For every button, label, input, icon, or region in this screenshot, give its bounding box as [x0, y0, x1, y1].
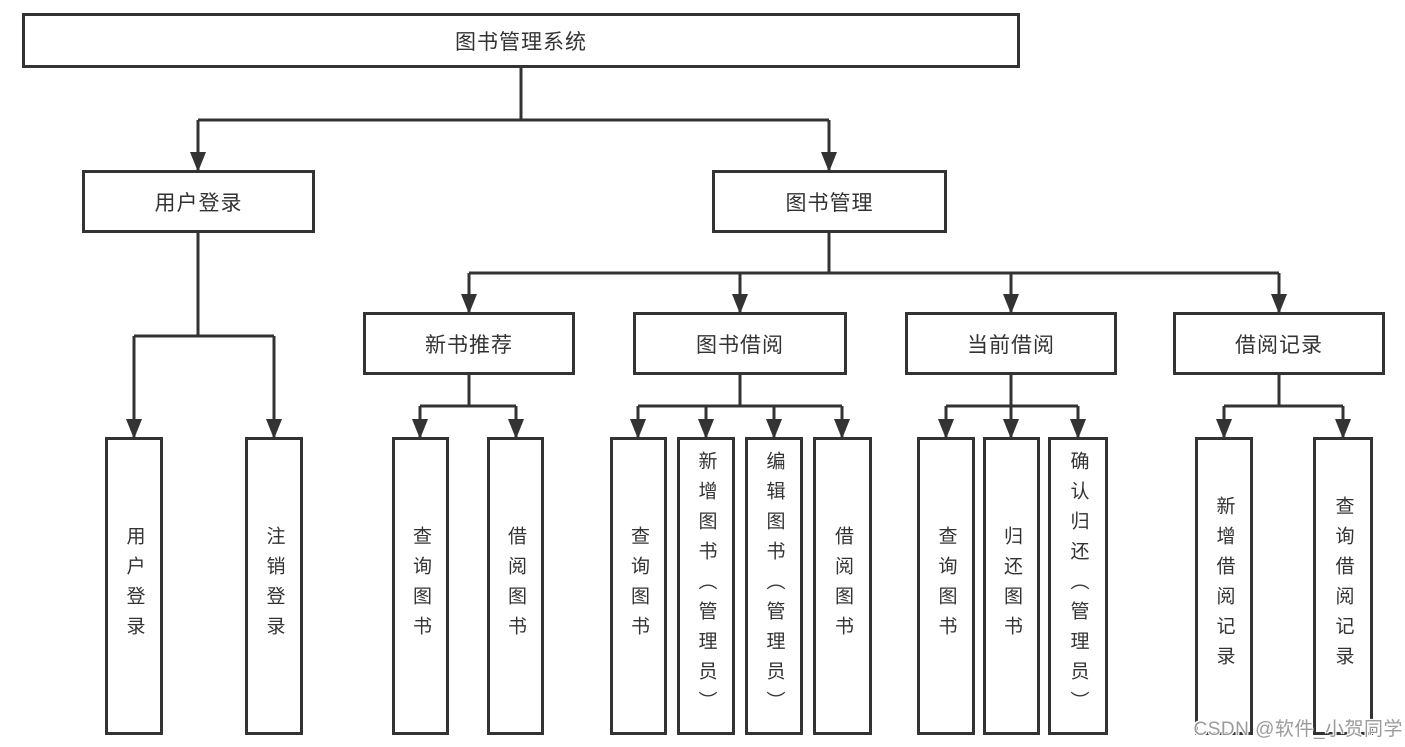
leaf-borrow-query-books: 查询图书 — [610, 437, 667, 735]
leaf-label: 新增图书（管理员） — [695, 451, 717, 721]
leaf-label: 查询借阅记录 — [1332, 496, 1354, 676]
node-borrow-records: 借阅记录 — [1173, 312, 1385, 375]
leaf-label: 查询图书 — [410, 526, 431, 646]
leaf-label: 确认归还（管理员） — [1067, 451, 1089, 721]
leaf-label: 查询图书 — [935, 526, 957, 646]
leaf-borrow-borrow-books: 借阅图书 — [813, 437, 872, 735]
node-book-management: 图书管理 — [712, 170, 947, 233]
connector — [469, 233, 1279, 275]
leaf-label: 用户登录 — [123, 526, 145, 646]
leaf-current-return-books: 归还图书 — [983, 437, 1040, 735]
connector — [420, 375, 516, 408]
connector — [638, 375, 842, 408]
connector — [1224, 375, 1343, 408]
leaf-label: 查询图书 — [628, 526, 649, 646]
connector — [946, 375, 1078, 408]
node-new-book-recommend: 新书推荐 — [363, 312, 575, 375]
leaf-current-query-books: 查询图书 — [917, 437, 975, 735]
leaf-recommend-query-books: 查询图书 — [392, 437, 449, 735]
leaf-borrow-edit-books-admin: 编辑图书（管理员） — [745, 437, 803, 735]
node-user-login: 用户登录 — [82, 170, 315, 233]
csdn-watermark: CSDN @软件_小贺同学 — [1193, 719, 1403, 740]
node-book-borrow: 图书借阅 — [633, 312, 847, 375]
leaf-label: 归还图书 — [1001, 526, 1022, 646]
leaf-label: 借阅图书 — [832, 526, 853, 646]
leaf-records-query-record: 查询借阅记录 — [1313, 437, 1373, 735]
leaf-recommend-borrow-books: 借阅图书 — [487, 437, 544, 735]
leaf-label: 新增借阅记录 — [1213, 496, 1235, 676]
leaf-user-login: 用户登录 — [105, 437, 163, 735]
leaf-records-add-record: 新增借阅记录 — [1195, 437, 1253, 735]
leaf-label: 借阅图书 — [505, 526, 526, 646]
leaf-current-confirm-return-admin: 确认归还（管理员） — [1048, 437, 1108, 735]
connector — [134, 233, 274, 338]
node-library-management-system: 图书管理系统 — [22, 13, 1020, 68]
leaf-logout: 注销登录 — [245, 437, 303, 735]
leaf-borrow-add-books-admin: 新增图书（管理员） — [677, 437, 735, 735]
connector — [198, 68, 829, 122]
leaf-label: 注销登录 — [263, 526, 285, 646]
leaf-label: 编辑图书（管理员） — [763, 451, 785, 721]
node-current-borrow: 当前借阅 — [905, 312, 1117, 375]
